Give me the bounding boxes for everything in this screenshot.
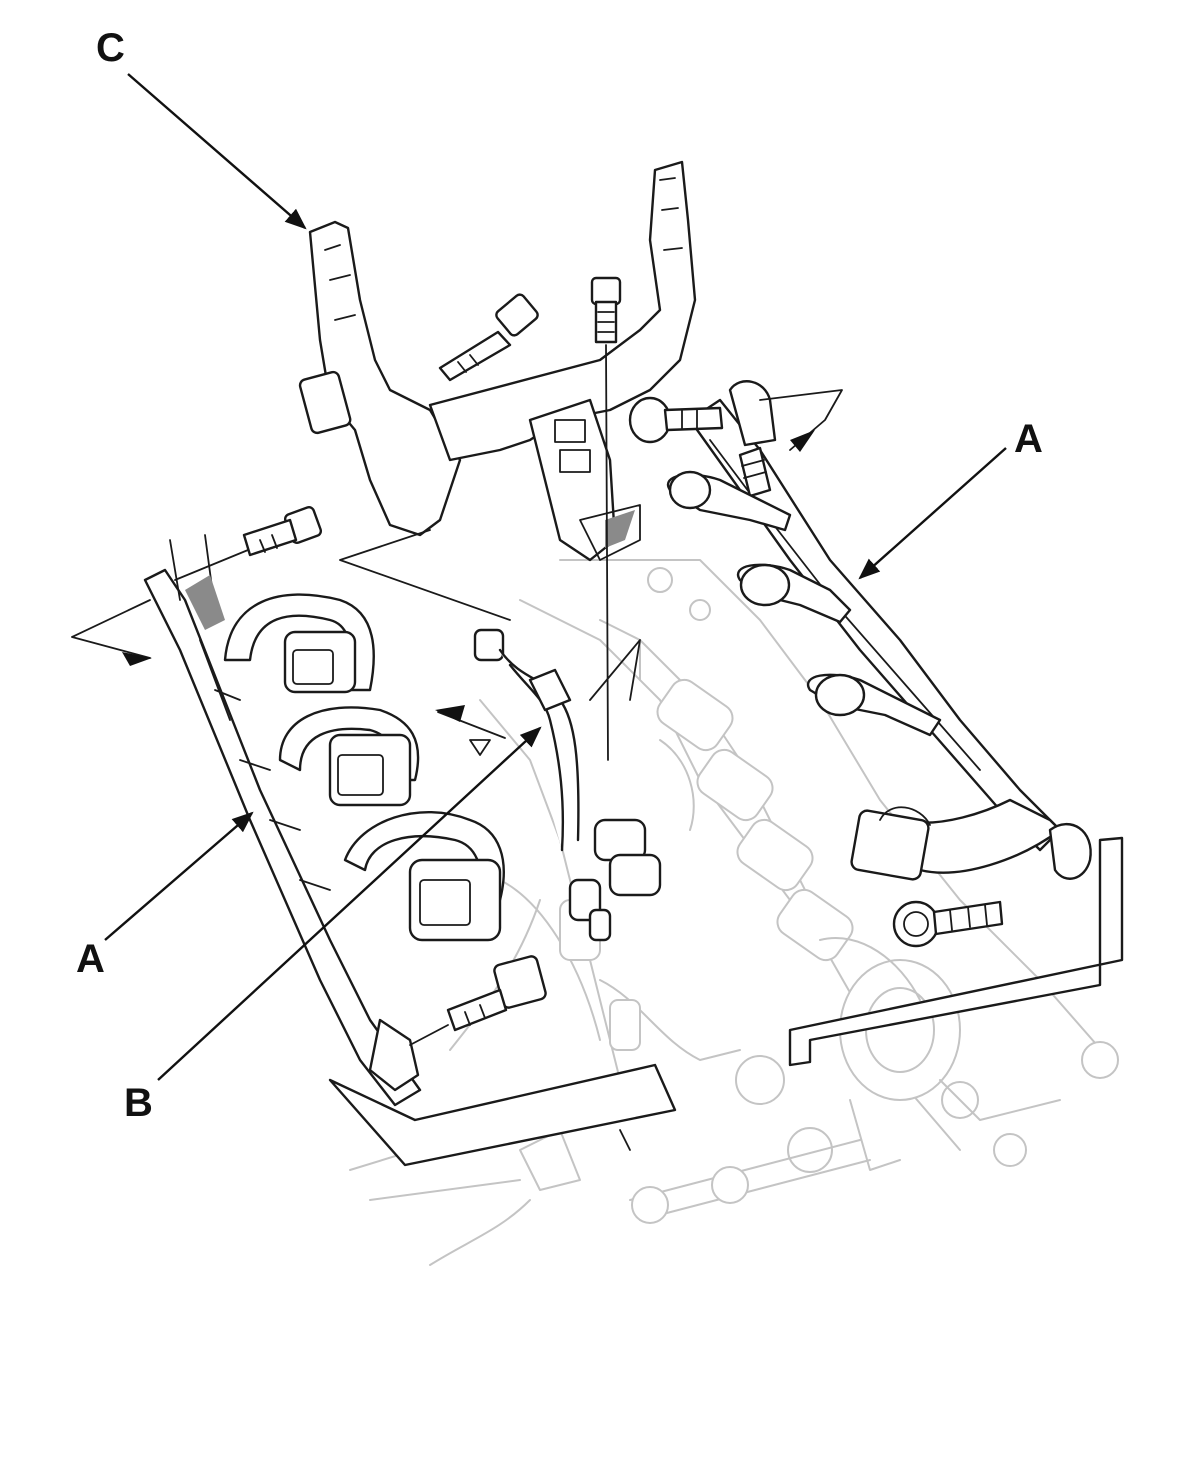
callout-b: B	[124, 1081, 153, 1125]
right-injector-harness-assembly	[666, 380, 1092, 881]
bolt-upper-diagonal	[438, 293, 539, 382]
detail-panel-right	[788, 836, 1124, 1067]
bolt-right-lower	[892, 900, 1004, 948]
bolt-top-vertical	[590, 276, 622, 761]
leader-a-left	[104, 811, 254, 941]
leader-a-right	[858, 447, 1007, 580]
installation-direction-arrows	[71, 389, 843, 756]
callout-a-right: A	[1014, 417, 1043, 461]
engine-cylinder-head-background	[349, 559, 1119, 1266]
left-injector-harness-assembly	[143, 534, 505, 1107]
callout-c: C	[96, 26, 125, 70]
bolt-left-upper	[174, 505, 323, 581]
harness-bracket-c	[298, 160, 697, 621]
detail-panel-lower-left	[328, 1063, 677, 1167]
bolt-left-lower	[409, 955, 547, 1046]
leader-b	[157, 726, 542, 1081]
bolt-right-upper	[628, 396, 724, 444]
callout-a-left: A	[76, 937, 105, 981]
sub-harness-b	[473, 628, 662, 942]
leader-c	[127, 73, 307, 230]
